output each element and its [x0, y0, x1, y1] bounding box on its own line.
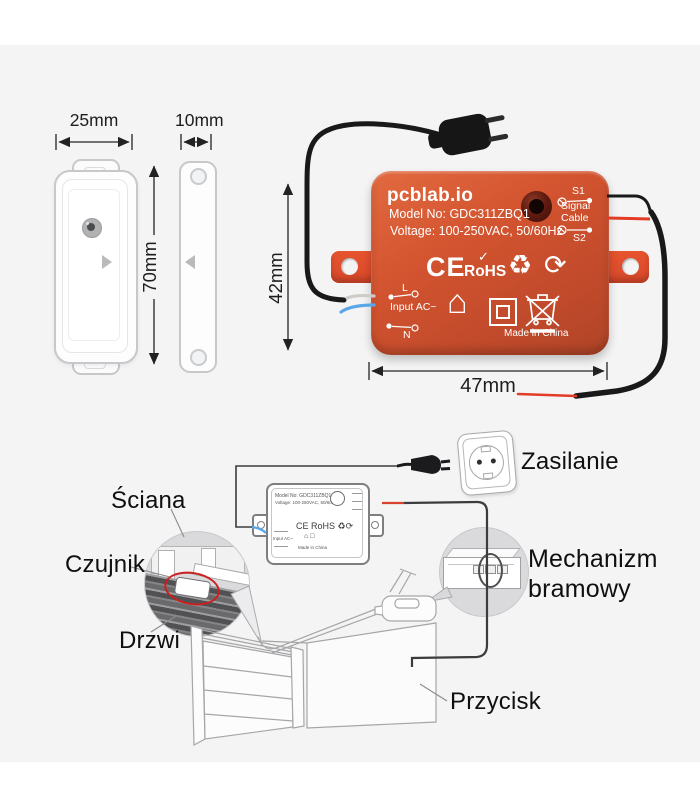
label-sensor: Czujnik [65, 551, 146, 578]
mini-voltage-text: Voltage: 100-250VAC, 50/60Hz [275, 500, 338, 505]
terminal-s1-label: S1 [572, 185, 585, 197]
mini-s2-mark [352, 509, 362, 510]
green-dot-icon: ⟳ [544, 250, 567, 280]
mini-cert-icons: CE RoHS ♻⟳ [296, 521, 354, 531]
model-number-text: Model No: GDC311ZBQ1 [389, 207, 530, 221]
left-ear-hole [341, 258, 358, 275]
button-nub [407, 682, 414, 685]
wall-socket [456, 429, 518, 497]
made-in-text: Made in China [504, 328, 569, 339]
magnet-arrow-icon [185, 255, 195, 269]
device-left-ear [331, 251, 376, 283]
mini-s1-mark [352, 493, 362, 494]
mini-made-in-text: Made in China [298, 545, 328, 550]
voltage-text: Voltage: 100-250VAC, 50/60Hz [390, 224, 563, 238]
wall-sensor-inset [145, 532, 249, 636]
device-height-dim: 42mm [265, 252, 286, 304]
mini-l-mark [274, 531, 288, 532]
mark-l-label: L [402, 282, 408, 294]
background-panel [0, 45, 700, 762]
magnet-top-hole [190, 168, 207, 185]
device-right-ear [604, 251, 649, 283]
label-mechanism-line1: Mechanizm [528, 545, 658, 573]
terminal-cable-label: Cable [561, 212, 589, 224]
rohs-mark: RoHS [464, 263, 507, 280]
led-indicator [82, 218, 102, 238]
sensor-height-dim: 70mm [139, 235, 161, 299]
mechanism-inset [440, 528, 528, 616]
mark-n-label: N [403, 329, 411, 341]
label-power: Zasilanie [521, 448, 619, 475]
brand-logo: pcblab.io [387, 185, 474, 206]
mini-device: Model No: GDC311ZBQ1 Voltage: 100-250VAC… [266, 483, 370, 565]
house-icon: ⌂ [447, 283, 468, 321]
label-door: Drzwi [119, 627, 180, 654]
ce-mark: CE [426, 252, 466, 282]
sensor-body [54, 170, 138, 364]
rohs-check-icon: ✓ [478, 249, 489, 264]
terminal-highlight-oval [478, 553, 503, 588]
socket-earth-clip [480, 445, 492, 453]
sensor-width-dim: 25mm [69, 110, 119, 130]
input-ac-label: Input AC~ [390, 301, 437, 313]
label-button: Przycisk [450, 688, 541, 715]
mini-n-mark [274, 546, 288, 547]
sensor-arrow-icon [102, 255, 112, 269]
mini-signal-mark [352, 501, 362, 502]
recycle-icon: ♻ [508, 250, 533, 280]
sensor-panel [68, 189, 120, 341]
mini-button [330, 491, 345, 506]
wall-button [398, 667, 423, 692]
sensor-face [62, 179, 128, 353]
mini-input-text: Input AC~ [273, 536, 293, 541]
label-mechanism-line2: bramowy [528, 575, 631, 603]
double-insulation-icon [489, 298, 517, 326]
terminal-signal-label: Signal [561, 200, 591, 212]
device-width-dim: 47mm [460, 375, 516, 397]
pairing-button [521, 191, 552, 222]
magnet-bar [179, 161, 217, 373]
terminal-s2-label: S2 [573, 232, 586, 244]
magnet-width-dim: 10mm [175, 110, 224, 130]
label-wall: Ściana [111, 487, 186, 514]
magnet-bottom-hole [190, 349, 207, 366]
mini-model-text: Model No: GDC311ZBQ1 [275, 493, 332, 499]
right-ear-hole [622, 258, 639, 275]
mini-symbol-icons: ⌂ □ [304, 533, 315, 540]
socket-earth-clip [482, 472, 494, 480]
